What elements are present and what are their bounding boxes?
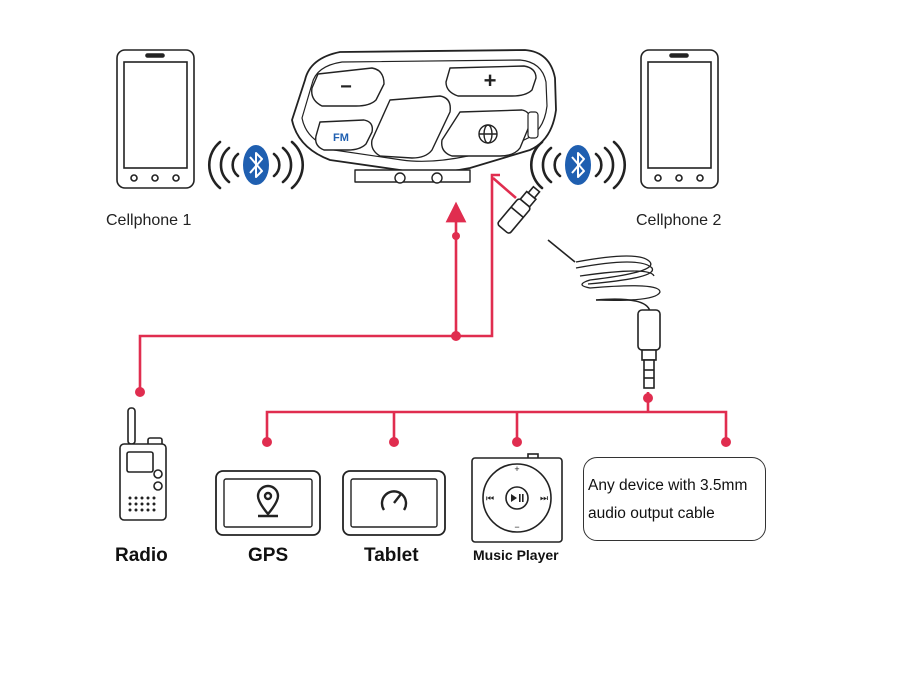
fm-button-label: FM <box>333 132 349 144</box>
svg-text:−: − <box>514 522 519 532</box>
bluetooth-icon <box>207 140 305 190</box>
any-device-line-1: Any device with 3.5mm <box>588 477 748 494</box>
cellphone-2 <box>640 49 719 189</box>
plus-button-label: + <box>484 68 497 93</box>
location-pin-icon <box>256 484 280 518</box>
radio-device <box>119 407 167 521</box>
tablet-device <box>342 470 446 536</box>
cellphone-1-label: Cellphone 1 <box>106 212 192 229</box>
minus-button-label: − <box>340 76 352 98</box>
radio-label: Radio <box>115 545 168 566</box>
wire-network <box>138 173 728 442</box>
cellphone-2-label: Cellphone 2 <box>636 212 722 229</box>
play-pause-icon <box>511 494 524 502</box>
gps-label: GPS <box>248 545 289 566</box>
globe-icon <box>478 124 498 144</box>
svg-text:⏭: ⏭ <box>540 493 548 503</box>
svg-text:+: + <box>514 464 519 474</box>
svg-text:⏮: ⏮ <box>486 493 494 503</box>
gauge-icon <box>380 490 408 511</box>
tablet-label: Tablet <box>364 545 419 566</box>
bluetooth-icon <box>529 140 627 190</box>
any-device-box: Any device with 3.5mm audio output cable <box>583 457 766 541</box>
gps-device <box>215 470 321 536</box>
any-device-line-2: audio output cable <box>588 505 715 522</box>
headset-unit <box>291 49 557 184</box>
music-player-label: Music Player <box>473 547 559 563</box>
music-player-device: + − ⏮ ⏭ <box>471 453 563 543</box>
audio-cable <box>497 185 661 389</box>
wire-nodes <box>135 232 731 447</box>
cellphone-1 <box>116 49 195 189</box>
